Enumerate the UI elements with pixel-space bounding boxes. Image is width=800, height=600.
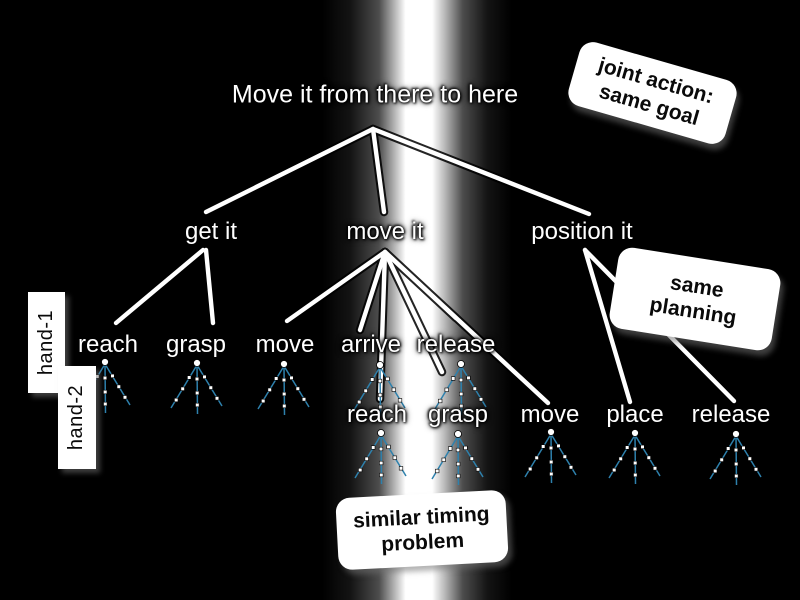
node-get-it: get it (184, 218, 238, 245)
mini-tree-icon (524, 427, 577, 484)
node-hand1-release: release (416, 331, 496, 358)
hand-2-label: hand-2 (65, 384, 88, 451)
mini-tree-icon (170, 358, 223, 415)
mini-tree-icon (608, 428, 661, 485)
hand-2-label-box: hand-2 (58, 366, 96, 469)
node-hand1-reach: reach (77, 331, 139, 358)
mini-tree-icon (354, 428, 407, 485)
hand1-subtree-icons (78, 357, 487, 417)
mini-tree-icon (431, 429, 484, 486)
node-hand2-move: move (520, 401, 580, 428)
node-hand2-reach: reach (346, 401, 408, 428)
node-hand2-release: release (691, 401, 771, 428)
node-hand2-place: place (606, 401, 664, 428)
mini-tree-icon (257, 359, 310, 416)
mini-tree-icon (709, 429, 762, 486)
hand-1-label: hand-1 (35, 309, 57, 376)
node-position-it: position it (531, 218, 633, 245)
node-hand1-arrive: arrive (340, 331, 402, 358)
callout-similar-timing: similar timing problem (335, 489, 509, 571)
root-node-label: Move it from there to here (231, 80, 519, 109)
node-move-it: move it (346, 218, 424, 245)
node-hand1-grasp: grasp (165, 331, 227, 358)
hand2-subtree-icons (354, 427, 762, 486)
node-hand2-grasp: grasp (427, 401, 489, 428)
node-hand1-move: move (255, 331, 315, 358)
